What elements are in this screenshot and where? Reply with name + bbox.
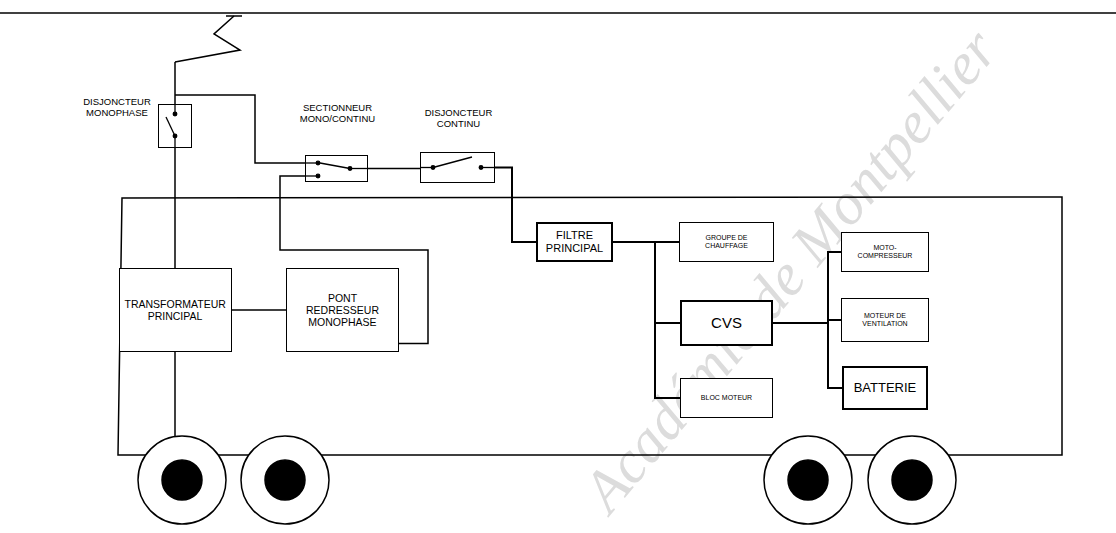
switch-box: DISJONCTEUR CONTINU bbox=[420, 152, 495, 183]
switch-box: DISJONCTEUR MONOPHASE bbox=[158, 104, 192, 148]
equipment-box: GROUPE DE CHAUFFAGE bbox=[679, 222, 774, 262]
wheel-hub bbox=[788, 460, 828, 500]
box-label: BLOC MOTEUR bbox=[701, 394, 752, 402]
power-wire bbox=[174, 148, 176, 268]
power-wire bbox=[773, 252, 841, 323]
switch-lead bbox=[174, 136, 175, 148]
power-wire bbox=[773, 323, 842, 388]
switch-box: SECTIONNEUR MONO/CONTINU bbox=[305, 155, 368, 182]
locomotive-body bbox=[118, 197, 1062, 455]
wheel bbox=[241, 436, 329, 524]
equipment-box: CVS bbox=[680, 300, 773, 346]
equipment-box: PONT REDRESSEUR MONOPHASE bbox=[286, 268, 399, 352]
switch-lead bbox=[350, 168, 368, 169]
box-label: PONT REDRESSEUR MONOPHASE bbox=[292, 292, 393, 328]
catenary-line bbox=[0, 12, 1116, 14]
power-wire bbox=[495, 168, 536, 243]
box-label: GROUPE DE CHAUFFAGE bbox=[685, 234, 768, 250]
box-label: FILTRE PRINCIPAL bbox=[543, 229, 606, 254]
equipment-box: MOTO-COMPRESSEUR bbox=[841, 232, 929, 272]
switch-lead bbox=[481, 167, 495, 168]
box-label: MOTEUR DE VENTILATION bbox=[847, 312, 923, 328]
switch-label: DISJONCTEUR MONOPHASE bbox=[79, 96, 155, 119]
wheel bbox=[764, 436, 852, 524]
equipment-box: BATTERIE bbox=[842, 366, 928, 410]
equipment-box: BLOC MOTEUR bbox=[680, 378, 773, 418]
switch-label: SECTIONNEUR MONO/CONTINU bbox=[288, 102, 388, 125]
supply-wire bbox=[175, 95, 305, 163]
switch-label: DISJONCTEUR CONTINU bbox=[409, 107, 509, 130]
equipment-box: TRANSFORMATEUR PRINCIPAL bbox=[119, 268, 232, 352]
box-label: MOTO-COMPRESSEUR bbox=[847, 244, 923, 260]
wheel-hub bbox=[265, 460, 305, 500]
pantograph-wire bbox=[174, 62, 176, 104]
box-label: BATTERIE bbox=[854, 381, 917, 396]
switch-blade bbox=[320, 163, 350, 169]
wheel bbox=[868, 436, 956, 524]
wheel-hub bbox=[892, 460, 932, 500]
power-wire bbox=[613, 242, 680, 323]
wheels bbox=[138, 436, 956, 524]
switch-contact bbox=[316, 174, 320, 178]
pantograph bbox=[175, 16, 240, 62]
equipment-box: FILTRE PRINCIPAL bbox=[536, 222, 613, 262]
switch-blade bbox=[166, 117, 175, 136]
wheel-hub bbox=[162, 460, 202, 500]
wheel bbox=[138, 436, 226, 524]
switch-contact bbox=[173, 112, 177, 116]
power-wire bbox=[232, 309, 287, 311]
wiring bbox=[0, 13, 1116, 455]
power-wire bbox=[368, 168, 420, 170]
switch-blade bbox=[433, 157, 472, 168]
power-wire bbox=[613, 242, 680, 398]
switch-contact bbox=[316, 161, 320, 165]
ground-wire bbox=[174, 352, 176, 437]
box-label: CVS bbox=[711, 314, 742, 331]
box-label: TRANSFORMATEUR PRINCIPAL bbox=[125, 298, 226, 322]
equipment-box: MOTEUR DE VENTILATION bbox=[841, 298, 929, 342]
